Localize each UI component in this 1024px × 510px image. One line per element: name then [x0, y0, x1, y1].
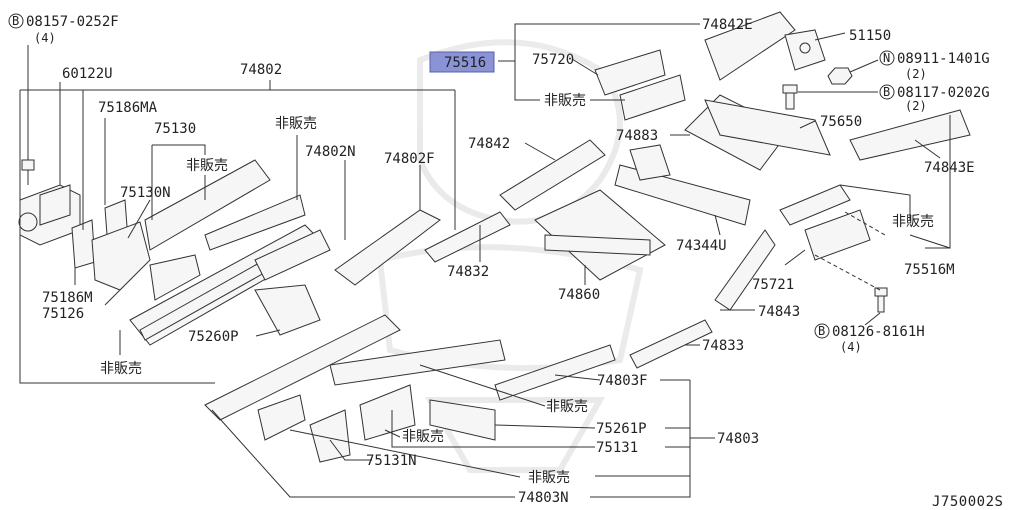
label-51150[interactable]: 51150	[849, 28, 891, 44]
label-75721[interactable]: 75721	[752, 277, 794, 293]
part-74803-main-rail[interactable]	[204, 314, 506, 421]
part-nut-08911[interactable]	[827, 67, 853, 85]
label-75186ma[interactable]: 75186MA	[98, 100, 158, 116]
label-hibai-6[interactable]: 非販売	[546, 399, 588, 415]
qty-08157: (4)	[34, 31, 56, 45]
part-bracket-60122u[interactable]	[18, 184, 81, 246]
label-75126[interactable]: 75126	[42, 306, 84, 322]
part-75650[interactable]	[704, 99, 831, 156]
label-74842e[interactable]: 74842E	[702, 17, 753, 33]
part-74802n[interactable]	[254, 229, 331, 281]
label-74802[interactable]: 74802	[240, 62, 282, 78]
label-60122u[interactable]: 60122U	[62, 66, 113, 82]
part-51150[interactable]	[784, 29, 826, 71]
part-74833[interactable]	[629, 319, 713, 369]
part-75131[interactable]	[359, 384, 416, 441]
label-74832[interactable]: 74832	[447, 264, 489, 280]
label-75720[interactable]: 75720	[532, 52, 574, 68]
part-hibai-upper-left[interactable]	[204, 194, 306, 251]
label-08117-0202g: 08117-0202G	[897, 85, 990, 101]
part-75130[interactable]	[144, 159, 271, 251]
label-75130n[interactable]: 75130N	[120, 185, 171, 201]
label-74802n[interactable]: 74802N	[305, 144, 356, 160]
part-74843[interactable]	[714, 229, 776, 311]
part-75260p[interactable]	[254, 284, 321, 336]
label-08157-0252f: 08157-0252F	[26, 14, 119, 30]
label-hibai-5[interactable]: 非販売	[892, 214, 934, 230]
nut-symbol: N	[883, 51, 890, 65]
label-74842[interactable]: 74842	[468, 136, 510, 152]
label-74843[interactable]: 74843	[758, 304, 800, 320]
label-74833[interactable]: 74833	[702, 338, 744, 354]
label-74802f[interactable]: 74802F	[384, 151, 435, 167]
label-hibai-8[interactable]: 非販売	[528, 470, 570, 486]
part-75721[interactable]	[804, 209, 871, 261]
part-75131n[interactable]	[309, 409, 351, 463]
part-74803f[interactable]	[494, 344, 616, 401]
callout-bolt-08157[interactable]: B 08157-0252F (4)	[8, 13, 119, 45]
label-74860[interactable]: 74860	[558, 287, 600, 303]
label-74883[interactable]: 74883	[616, 128, 658, 144]
part-bolt-small[interactable]	[21, 159, 35, 185]
part-hibai-right[interactable]	[779, 184, 851, 226]
qty-08126: (4)	[840, 340, 862, 354]
part-74843e[interactable]	[849, 109, 971, 161]
leader-lines	[19, 23, 951, 498]
label-75131[interactable]: 75131	[596, 440, 638, 456]
callout-bolt-08117[interactable]: B 08117-0202G (2)	[879, 84, 990, 113]
label-75516: 75516	[444, 55, 486, 71]
label-74344u[interactable]: 74344U	[676, 238, 727, 254]
part-74344u[interactable]	[614, 144, 751, 226]
label-75130[interactable]: 75130	[154, 121, 196, 137]
part-75126[interactable]	[91, 221, 151, 291]
label-74803f[interactable]: 74803F	[597, 373, 648, 389]
part-hibai-under-75720[interactable]	[619, 74, 686, 121]
part-hibai-lower[interactable]	[257, 394, 306, 441]
callout-nut-08911[interactable]: N 08911-1401G (2)	[879, 50, 990, 81]
label-hibai-3[interactable]: 非販売	[100, 361, 142, 377]
label-74803[interactable]: 74803	[717, 431, 759, 447]
label-75516m[interactable]: 75516M	[904, 262, 955, 278]
qty-08117: (2)	[905, 99, 927, 113]
label-75650[interactable]: 75650	[820, 114, 862, 130]
callout-bolt-08126[interactable]: B 08126-8161H (4)	[814, 323, 925, 354]
part-74832[interactable]	[424, 211, 511, 263]
label-08126-8161h: 08126-8161H	[832, 324, 925, 340]
part-75130n[interactable]	[149, 254, 201, 301]
label-08911-1401g: 08911-1401G	[897, 51, 990, 67]
qty-08911: (2)	[905, 67, 927, 81]
callout-75516-highlighted[interactable]: 75516	[429, 51, 495, 73]
label-hibai-4[interactable]: 非販売	[544, 93, 586, 109]
label-hibai-2[interactable]: 非販売	[186, 158, 228, 174]
part-bolt-08117[interactable]	[782, 84, 798, 110]
part-75720[interactable]	[594, 49, 666, 96]
part-bolt-08126[interactable]	[874, 287, 888, 313]
label-74843e[interactable]: 74843E	[924, 160, 975, 176]
label-75186m[interactable]: 75186M	[42, 290, 93, 306]
label-hibai-7[interactable]: 非販売	[402, 429, 444, 445]
part-74860[interactable]	[534, 189, 666, 281]
part-74842[interactable]	[499, 139, 606, 211]
label-75260p[interactable]: 75260P	[188, 329, 239, 345]
label-74803n[interactable]: 74803N	[518, 490, 569, 506]
part-74802f[interactable]	[334, 209, 441, 286]
bolt-symbol: B	[12, 14, 19, 28]
diagram-id: J750002S	[932, 494, 1003, 510]
label-hibai-1[interactable]: 非販売	[275, 116, 317, 132]
label-75261p[interactable]: 75261P	[596, 421, 647, 437]
part-75261p[interactable]	[429, 399, 496, 441]
bolt-symbol: B	[883, 85, 890, 99]
bolt-symbol: B	[818, 324, 825, 338]
label-75131n[interactable]: 75131N	[366, 453, 417, 469]
part-74842e[interactable]	[704, 11, 796, 81]
